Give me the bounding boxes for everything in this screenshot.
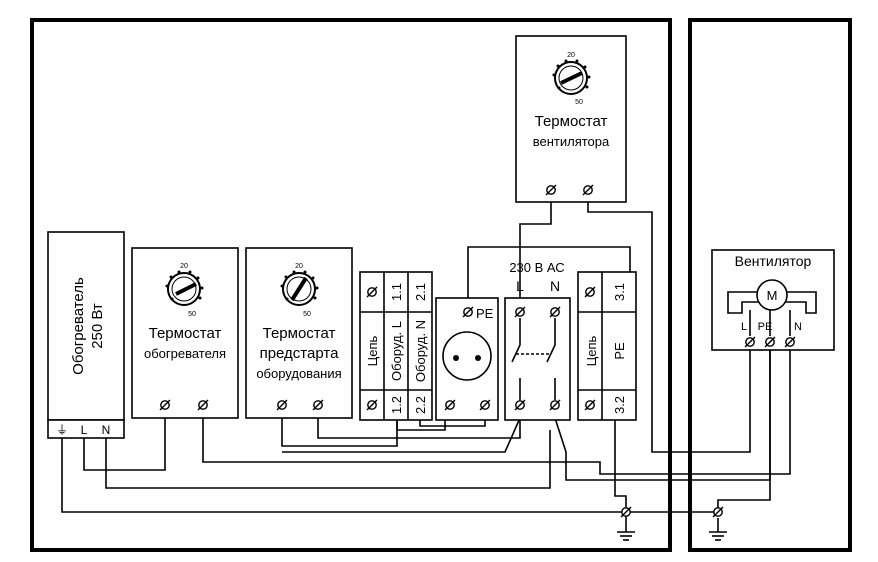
prestart-thermostat: 20 50 Термостат предстарта оборудования xyxy=(245,247,353,419)
prestart-thermostat-title-1: Термостат xyxy=(263,325,336,342)
fan-dial-scale-bottom: 50 xyxy=(575,99,583,106)
heater-n-terminal: N xyxy=(102,423,111,437)
heater: Обогреватель 250 Вт ⏚ L N xyxy=(47,231,125,439)
ground-symbol-main xyxy=(616,517,636,541)
tb1-col-l: Оборуд. L xyxy=(389,321,404,381)
tb1-bottom-l: 1.2 xyxy=(389,396,404,414)
prestart-dial-scale-bottom: 50 xyxy=(303,311,311,318)
ground-terminal-main xyxy=(620,506,632,518)
heater-dial-scale-top: 20 xyxy=(180,263,188,270)
fan-dial-scale-top: 20 xyxy=(567,52,575,59)
heater-thermostat-title-2: обогревателя xyxy=(144,346,226,361)
tb1-col-n: Оборуд. N xyxy=(413,320,428,382)
fan-thermostat-title-2: вентилятора xyxy=(533,134,610,149)
tb1-bottom-n: 2.2 xyxy=(413,396,428,414)
heater-thermostat-title-1: Термостат xyxy=(149,325,222,342)
heater-ground-terminal: ⏚ xyxy=(56,423,68,437)
heater-dial-scale-bottom: 50 xyxy=(188,311,196,318)
heater-power: 250 Вт xyxy=(89,303,106,349)
ground-symbol-fan xyxy=(708,517,728,541)
breaker-n-label: N xyxy=(550,278,560,294)
tb2-bottom: 3.2 xyxy=(612,396,627,414)
fan: Вентилятор M L PE N xyxy=(711,249,835,351)
fan-l-label: L xyxy=(741,321,747,333)
main-enclosure xyxy=(30,18,672,552)
heater-thermostat: 20 50 Термостат обогревателя xyxy=(131,247,239,419)
fan-n-label: N xyxy=(794,321,802,333)
socket-pe-label: PE xyxy=(476,306,494,321)
fan-motor-label: M xyxy=(767,288,778,303)
terminal-block-2: 3.1 Цепь PE 3.2 xyxy=(577,271,637,421)
tb1-top-l: 1.1 xyxy=(389,283,404,301)
breaker: 230 В АС L N xyxy=(504,260,571,421)
prestart-thermostat-title-3: оборудования xyxy=(256,366,341,381)
tb2-pe: PE xyxy=(612,342,627,360)
tb1-top-n: 2.1 xyxy=(413,283,428,301)
tb2-top: 3.1 xyxy=(612,283,627,301)
socket: PE xyxy=(435,297,499,421)
ground-terminal-fan xyxy=(712,506,724,518)
breaker-l-label: L xyxy=(516,278,524,294)
terminal-block-1: 1.1 2.1 Цепь Оборуд. L Оборуд. N 1.2 2.2 xyxy=(359,271,433,421)
fan-thermostat: 20 50 Термостат вентилятора xyxy=(515,35,627,203)
heater-l-terminal: L xyxy=(81,423,88,437)
fan-thermostat-title-1: Термостат xyxy=(535,113,608,130)
prestart-thermostat-title-2: предстарта xyxy=(260,345,339,362)
fan-title: Вентилятор xyxy=(735,253,812,269)
fan-enclosure xyxy=(688,18,852,552)
tb2-circuit: Цепь xyxy=(584,335,599,366)
prestart-dial-scale-top: 20 xyxy=(295,263,303,270)
socket-outlet xyxy=(442,331,492,381)
heater-name: Обогреватель xyxy=(70,277,87,375)
fan-pe-label: PE xyxy=(758,321,773,333)
tb1-circuit: Цепь xyxy=(365,335,380,366)
breaker-voltage: 230 В АС xyxy=(509,260,564,275)
fan-motor xyxy=(756,279,788,311)
